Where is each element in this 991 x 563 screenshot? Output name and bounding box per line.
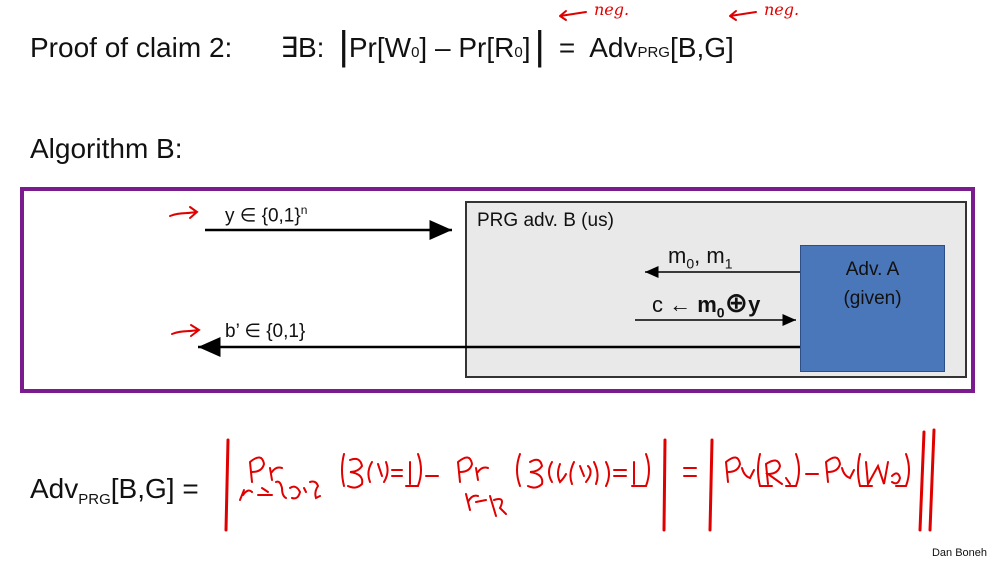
adv-definition-lhs: AdvPRG[B,G] = [30, 473, 199, 508]
input-label: y ∈ {0,1}n [225, 203, 308, 227]
abs-bar-close [662, 438, 667, 532]
neg-label-1: neg. [594, 0, 629, 19]
close-bracket-r: ] [522, 32, 531, 63]
prg-box-title: PRG adv. B (us) [477, 210, 614, 231]
red-arrow-b [171, 324, 201, 337]
abs-bar-open [224, 438, 230, 532]
output-label: b’ ∈ {0,1} [225, 321, 306, 342]
equals-sign: = [558, 32, 576, 63]
author-credit: Dan Boneh [931, 547, 987, 559]
minus-sign: – [427, 32, 459, 63]
algorithm-frame [20, 187, 975, 393]
pr-r: Pr[R [458, 32, 515, 63]
exists-b: ∃B: [280, 32, 325, 63]
adversary-a-box [800, 245, 945, 372]
neg-label-2: neg. [764, 0, 799, 19]
adv-box-line1: Adv. A [845, 259, 900, 280]
neg-arrow-2 [729, 10, 757, 21]
abs-bar-left: | [338, 24, 349, 68]
adv-sub: PRG [637, 44, 670, 61]
pr-w: Pr[W [348, 32, 412, 63]
w-sub: 0 [411, 44, 420, 61]
messages-label: m0, m1 [668, 243, 733, 272]
proof-label: Proof of claim 2: [30, 32, 233, 63]
close-bracket-w: ] [419, 32, 428, 63]
ciphertext-label: c ← m0⊕y [652, 287, 761, 321]
algorithm-label: Algorithm B: [30, 133, 183, 164]
abs-bar-right: | [534, 24, 545, 68]
adv-args: [B,G] [669, 32, 734, 63]
r-sub: 0 [514, 44, 523, 61]
adv-text: Adv [589, 32, 638, 63]
adv-box-line2: (given) [843, 288, 902, 309]
red-arrow-y [169, 206, 199, 219]
neg-arrow-1 [559, 10, 587, 21]
handwriting: neg. neg. [169, 0, 936, 532]
